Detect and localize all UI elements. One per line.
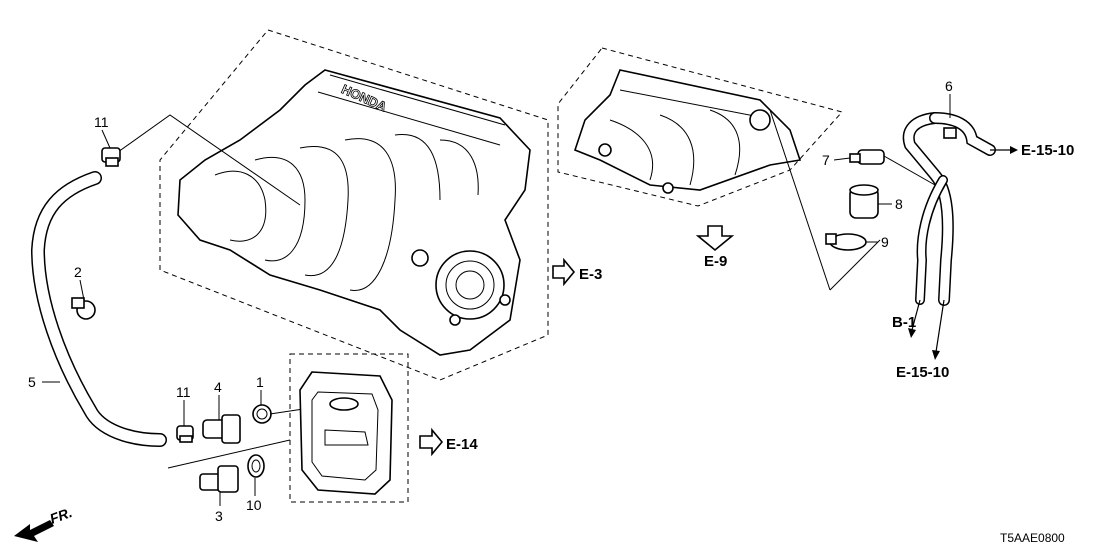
pcv-hose-6-lower [916,176,947,304]
label-9: 9 [881,234,889,250]
ref-e3[interactable]: E-3 [579,266,602,283]
leader-2 [79,279,85,301]
breather-hose-outline [30,171,167,447]
pcv-valve-4 [202,414,241,444]
label-11-bottom: 11 [176,384,191,400]
separator-plate [299,371,393,495]
label-6: 6 [945,78,953,94]
upper-manifold-cover [574,69,802,194]
front-marker-label: FR. [48,504,75,527]
arrow-e15-bottom [932,299,945,360]
label-11-top: 11 [94,114,109,130]
intake-manifold-group-box [159,29,549,381]
label-3: 3 [215,508,223,524]
arrow-b1 [908,299,921,338]
label-5: 5 [28,374,36,390]
label-10: 10 [246,497,262,513]
ref-e15-10-top[interactable]: E-15-10 [1021,142,1074,159]
diagram-code: T5AAE0800 [1000,531,1065,545]
hose-clamp-9 [825,233,867,251]
leader-11a [101,129,111,149]
intake-manifold: HONDA [177,69,531,356]
front-direction-marker: FR. [14,504,74,542]
pcv-hose-6 [904,113,953,305]
hose-to-manifold-leader [117,114,301,206]
clamp-7-leader [883,155,936,186]
leader-7 [833,157,851,161]
upper-manifold-leader-a [769,109,831,291]
label-7: 7 [822,152,830,168]
label-1: 1 [256,374,264,390]
ref-e9[interactable]: E-9 [704,253,727,270]
grommet-1 [252,404,272,424]
upper-manifold-group-box [557,47,843,207]
hose-clamp-7 [849,149,885,165]
pcv-valve-3 [199,465,239,493]
hose-band [943,127,957,139]
ref-e15-10-bottom[interactable]: E-15-10 [896,364,949,381]
arrow-e14 [419,427,444,457]
sub-assembly-line [167,439,291,469]
label-2: 2 [74,264,82,280]
arrow-e9 [695,225,735,252]
hose-clamp-2 [71,297,96,320]
hose-clip-top [101,147,121,167]
ref-e14[interactable]: E-14 [446,436,478,453]
pcv-hose-6-branch [930,113,995,155]
pcv-grommet-8 [849,184,879,219]
arrow-e15-top [990,146,1018,154]
o-ring-10 [247,454,265,478]
arrow-e3 [552,257,576,287]
label-4: 4 [214,379,222,395]
hose-clip-bottom [176,425,194,443]
breather-hose [32,172,166,446]
gasket-group-box [289,353,409,503]
upper-manifold-leader-b [829,239,881,291]
ref-b1[interactable]: B-1 [892,314,916,331]
label-8: 8 [895,196,903,212]
